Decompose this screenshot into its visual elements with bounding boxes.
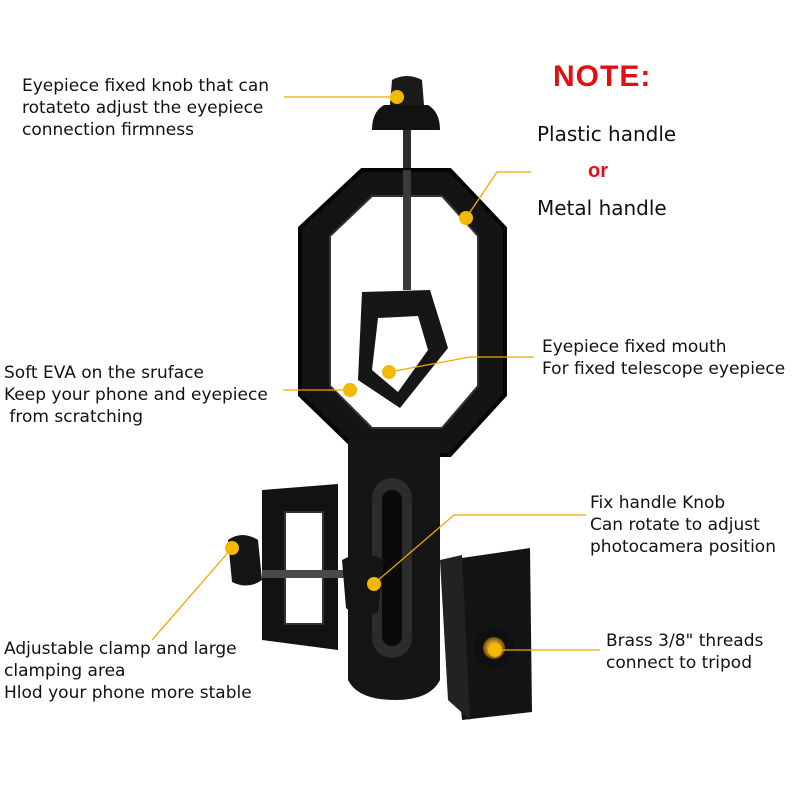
marker-fix-knob — [367, 577, 381, 591]
label-line: Can rotate to adjust — [590, 515, 760, 535]
label-line: Hlod your phone more stable — [4, 683, 252, 703]
label-line: Brass 3/8" threads — [606, 631, 764, 651]
label-eyepiece-mouth: Eyepiece fixed mouth For fixed telescope… — [542, 336, 785, 380]
marker-knob — [390, 90, 404, 104]
label-fix-knob: Fix handle Knob Can rotate to adjust pho… — [590, 492, 776, 558]
label-line: photocamera position — [590, 537, 776, 557]
callout-markers — [225, 90, 502, 657]
note-option-plastic: Plastic handle — [537, 122, 677, 146]
marker-mouth — [382, 365, 396, 379]
label-line: Eyepiece fixed knob that can — [22, 76, 270, 96]
label-line: Keep your phone and eyepiece — [4, 385, 268, 405]
label-line: from scratching — [4, 407, 144, 427]
label-line: For fixed telescope eyepiece — [542, 359, 786, 379]
label-line: Fix handle Knob — [590, 493, 726, 513]
label-eyepiece-knob: Eyepiece fixed knob that can rotateto ad… — [22, 75, 269, 141]
label-clamp: Adjustable clamp and large clamping area… — [4, 638, 252, 704]
label-line: connect to tripod — [606, 653, 753, 673]
label-line: clamping area — [4, 661, 126, 681]
marker-brass — [488, 643, 502, 657]
octagon-frame — [298, 168, 507, 457]
phone-clamp — [228, 484, 532, 720]
leader-lines — [151, 96, 600, 651]
label-brass-threads: Brass 3/8" threads connect to tripod — [606, 630, 763, 674]
label-line: Soft EVA on the sruface — [4, 363, 204, 383]
label-line: Eyepiece fixed mouth — [542, 337, 727, 357]
note-option-metal: Metal handle — [537, 196, 667, 220]
label-line: connection firmness — [22, 120, 194, 140]
label-soft-eva: Soft EVA on the sruface Keep your phone … — [4, 362, 268, 428]
marker-frame — [459, 211, 473, 225]
note-title: NOTE: — [553, 60, 652, 93]
note-or: or — [588, 160, 608, 182]
marker-clamp — [225, 541, 239, 555]
label-line: rotateto adjust the eyepiece — [22, 98, 264, 118]
label-line: Adjustable clamp and large — [4, 639, 237, 659]
marker-eva — [343, 383, 357, 397]
